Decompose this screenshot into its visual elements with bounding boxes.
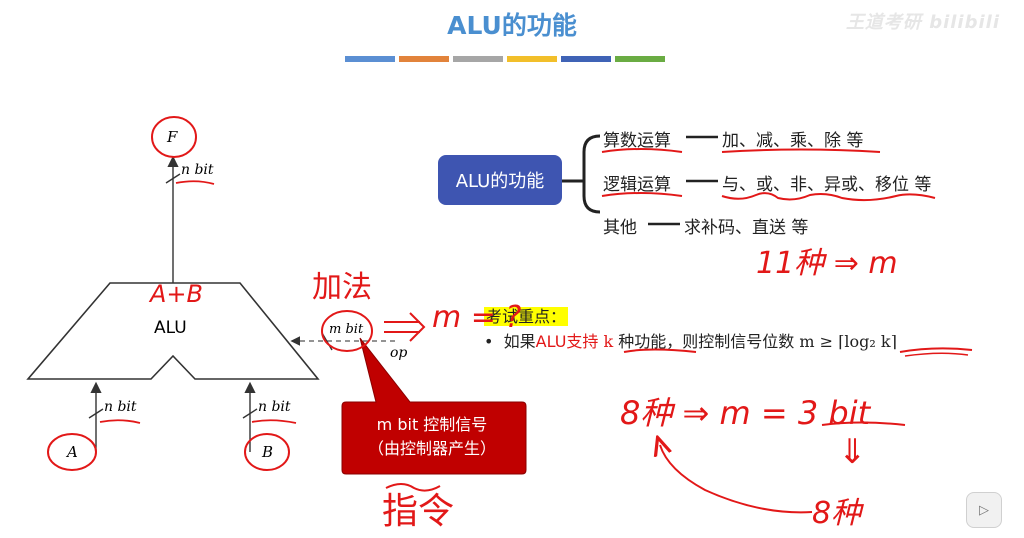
bilibili-watermark: 王道考研 bilibili — [845, 12, 1000, 33]
exam-label: 考试重点： — [484, 303, 569, 327]
bullet-mid: 种功能，则控制信号位数 — [618, 332, 795, 351]
callout-text: m bit 控制信号 （由控制器产生） — [352, 413, 512, 461]
hand-underline-1 — [601, 148, 683, 153]
hand-underline-4 — [721, 192, 936, 202]
nbit-label-output: n bit — [181, 162, 214, 178]
tree-items-arithmetic: 加、减、乘、除 等 — [722, 131, 864, 151]
hand-underline-nbit-a — [99, 419, 141, 424]
exam-bullet: • 如果ALU支持 k 种功能，则控制信号位数 m ≥ ⌈log₂ k⌉ — [484, 328, 897, 352]
input-a-slash — [88, 408, 104, 419]
op-label: op — [390, 345, 408, 361]
tree-category-arithmetic: 算数运算 — [603, 131, 671, 151]
hand-implies-arrow — [384, 312, 426, 342]
tree-brace — [582, 134, 601, 214]
hand-underline-3bit — [821, 421, 906, 426]
hand-underline-2 — [721, 148, 881, 153]
hand-circle-b — [244, 433, 290, 471]
hand-underline-3 — [601, 192, 683, 197]
bullet-dot: • — [484, 332, 504, 351]
bullet-formula: m ≥ ⌈log₂ k⌉ — [799, 332, 897, 351]
bullet-prefix: 如果 — [503, 332, 536, 351]
hand-addition: 加法 — [312, 270, 372, 305]
hand-underline-nbit-b — [251, 419, 297, 424]
hand-a-plus-b: A+B — [150, 280, 203, 308]
alu-function-box: ALU的功能 — [438, 155, 562, 205]
hand-m-question: m = ? — [432, 300, 522, 335]
hand-underline-k — [623, 348, 697, 353]
color-bar — [345, 56, 395, 62]
hand-down-arrow: ⇓ — [838, 432, 867, 472]
alu-shape — [26, 282, 320, 380]
output-slash — [165, 173, 181, 184]
tree-category-logic: 逻辑运算 — [603, 175, 671, 195]
hand-curved-arrow — [660, 445, 813, 514]
title-color-bars — [345, 56, 665, 62]
input-label-a: A — [67, 443, 78, 461]
hand-circle-a — [47, 433, 97, 471]
hand-instruction: 指令 — [382, 491, 455, 532]
play-button[interactable]: ▷ — [966, 492, 1002, 528]
bullet-red-text: ALU支持 — [535, 332, 599, 351]
tree-category-other: 其他 — [603, 218, 637, 238]
play-icon: ▷ — [979, 502, 989, 518]
nbit-label-b: n bit — [258, 399, 291, 415]
callout-line-1: m bit 控制信号 — [376, 415, 488, 434]
color-bar — [399, 56, 449, 62]
hand-eight-kinds: 8种 — [812, 496, 862, 531]
color-bar — [561, 56, 611, 62]
hand-squiggle — [385, 483, 441, 492]
input-label-b: B — [262, 443, 274, 461]
tree-items-other: 求补码、直送 等 — [684, 218, 809, 238]
callout-box — [341, 337, 527, 475]
hand-eight-kinds-eq: 8种 ⇒ m = 3 bit — [620, 394, 871, 432]
callout-line-2: （由控制器产生） — [367, 439, 496, 458]
hand-underline-nbit-top — [175, 180, 215, 185]
output-label-f: F — [167, 128, 178, 146]
hand-circle-f — [151, 116, 197, 158]
hand-eleven-kinds: 11种 ⇒ m — [756, 246, 898, 281]
color-bar — [507, 56, 557, 62]
hand-circle-mbit — [321, 310, 373, 352]
color-bar — [453, 56, 503, 62]
hand-underline-formula-2 — [904, 352, 969, 357]
color-bar — [615, 56, 665, 62]
nbit-label-a: n bit — [104, 399, 137, 415]
bullet-k: k — [603, 332, 614, 351]
hand-underline-formula — [899, 347, 973, 353]
tree-items-logic: 与、或、非、异或、移位 等 — [722, 175, 932, 195]
page-title: ALU的功能 — [447, 11, 577, 40]
alu-label: ALU — [154, 318, 187, 338]
exam-label-text: 考试重点： — [484, 307, 569, 326]
mbit-label: m bit — [329, 322, 364, 337]
input-b-slash — [242, 408, 258, 419]
